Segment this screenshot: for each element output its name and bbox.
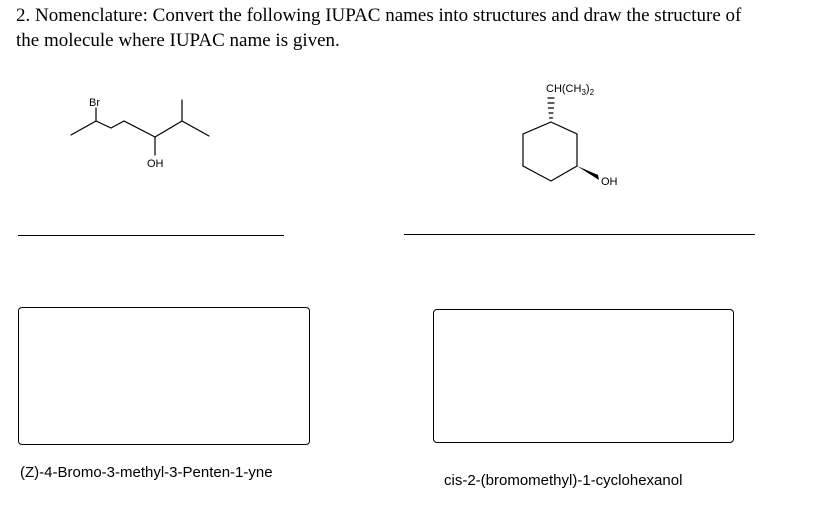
right-molecule-bonds [522,97,599,182]
question-line-1: 2. Nomenclature: Convert the following I… [16,5,742,26]
isopropyl-label: CH(CH3)2 [546,83,595,97]
left-molecule-bonds [70,99,210,156]
wedge-bond-oh [577,166,599,180]
hydroxyl-label-left: OH [147,158,164,170]
hydroxyl-label-right: OH [601,176,618,188]
bromine-label: Br [89,97,100,109]
answer-box-right[interactable] [433,309,734,443]
left-molecule-structure: Br OH CH(CH3)2 OH [70,83,618,188]
bond-4 [123,120,156,138]
bond-7 [181,120,210,137]
bond-2 [95,120,112,129]
answer-line-right[interactable] [404,234,755,235]
iupac-name-left: (Z)-4-Bromo-3-methyl-3-Penten-1-yne [20,464,273,481]
bond-5 [154,120,183,138]
question-line-2: the molecule where IUPAC name is given. [16,30,340,51]
answer-line-left[interactable] [18,235,284,236]
cyclohexane-ring [522,121,578,182]
iupac-name-right: cis-2-(bromomethyl)-1-cyclohexanol [444,472,683,489]
answer-box-left[interactable] [18,307,310,445]
bond-3 [110,120,125,129]
bond-1 [70,120,97,136]
question-text: 2. Nomenclature: Convert the following I… [16,3,816,53]
